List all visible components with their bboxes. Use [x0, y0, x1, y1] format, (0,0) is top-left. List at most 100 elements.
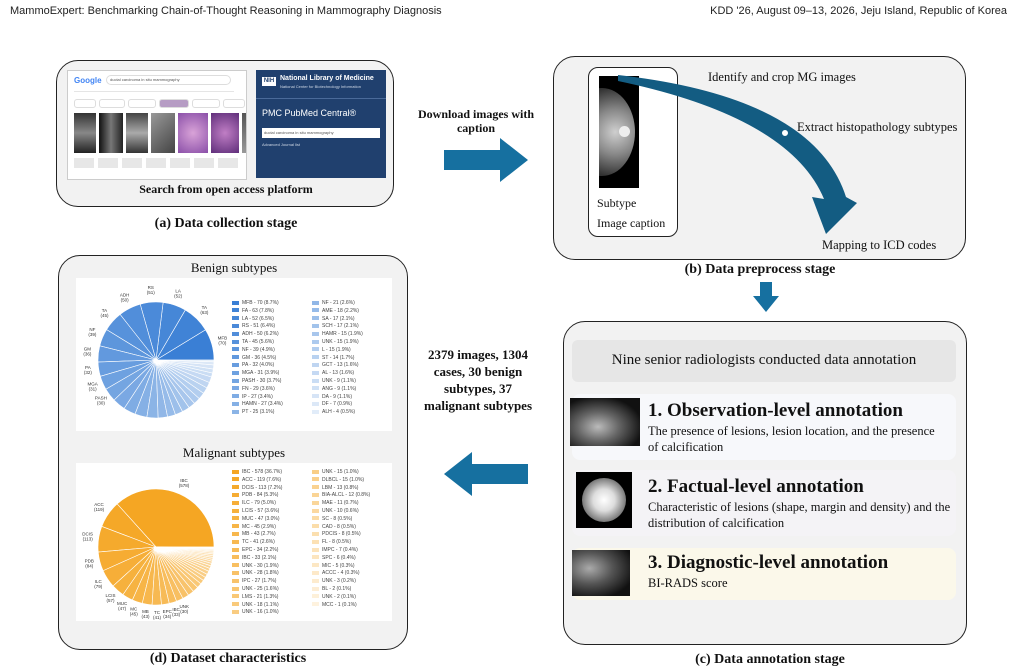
left-arrow-icon: [444, 452, 528, 496]
benign-chart-card: MFB(70)TA(63)LA(52)RS(51)ADH(50)TA(45)NF…: [76, 278, 392, 431]
malignant-legend-item: MUC - 47 (3.0%): [232, 516, 282, 524]
benign-legend-item: AL - 13 (1.6%): [312, 370, 363, 378]
legend-label: GCT - 13 (1.6%): [322, 362, 359, 369]
benign-legend-item: FN - 29 (3.6%): [232, 386, 283, 394]
legend-label: ILC - 79 (5.0%): [242, 500, 276, 507]
legend-label: UNK - 15 (1.9%): [322, 338, 359, 345]
legend-swatch: [312, 578, 319, 583]
benign-slice-label-6: NF(39): [88, 327, 97, 337]
legend-swatch: [312, 386, 319, 391]
legend-swatch: [232, 370, 239, 375]
malignant-pie-chart: IBC(578)ACC(119)DCIS(113)PDB(84)ILC(79)L…: [82, 478, 215, 620]
legend-swatch: [232, 402, 239, 407]
legend-label: HAMN - 27 (3.4%): [242, 401, 283, 408]
legend-label: MCC - 1 (0.1%): [322, 601, 357, 608]
legend-swatch: [232, 524, 239, 529]
benign-legend-item: SCH - 17 (2.1%): [312, 323, 363, 331]
benign-slice-label-7: GM(36): [83, 347, 92, 357]
malignant-legend-item: MC - 45 (2.9%): [232, 524, 282, 532]
malignant-slice-label-9: TC(41): [153, 610, 162, 620]
benign-legend-item: DA - 9 (1.1%): [312, 394, 363, 402]
legend-label: MGA - 31 (3.9%): [242, 370, 280, 377]
legend-label: PASH - 30 (3.7%): [242, 377, 282, 384]
legend-swatch: [312, 469, 319, 474]
malignant-legend-item: DCIS - 113 (7.2%): [232, 485, 282, 493]
benign-legend-item: FA - 63 (7.8%): [232, 308, 283, 316]
malignant-slice-label-10: EPC(34): [163, 609, 173, 619]
legend-swatch: [312, 409, 319, 414]
legend-label: LA - 52 (6.5%): [242, 315, 274, 322]
caption-a: (a) Data collection stage: [154, 216, 298, 231]
observation-annotation-card: 1. Observation-level annotation The pres…: [570, 394, 956, 460]
legend-label: UNK - 30 (1.9%): [242, 562, 279, 569]
malignant-legend-item: FL - 8 (0.5%): [312, 539, 370, 547]
observation-desc: The presence of lesions, lesion location…: [648, 424, 935, 454]
legend-label: AL - 13 (1.6%): [322, 370, 355, 377]
identify-crop-label: Identify and crop MG images: [708, 70, 856, 84]
legend-label: IPC - 27 (1.7%): [242, 578, 277, 585]
legend-label: SA - 17 (2.1%): [322, 315, 355, 322]
pmc-search-input[interactable]: ductal carcinoma in situ mammography: [262, 128, 380, 138]
pmc-title: PMC PubMed Central®: [262, 108, 357, 118]
legend-swatch: [312, 586, 319, 591]
legend-label: IBC - 578 (36.7%): [242, 469, 283, 475]
legend-label: RS - 51 (6.4%): [242, 323, 276, 330]
legend-swatch: [312, 363, 319, 368]
legend-swatch: [312, 394, 319, 399]
legend-swatch: [232, 493, 239, 498]
malignant-legend-item: UNK - 16 (1.0%): [232, 609, 282, 617]
legend-label: NF - 21 (2.6%): [322, 300, 355, 306]
legend-swatch: [312, 555, 319, 560]
legend-label: IBC - 33 (2.1%): [242, 554, 277, 561]
legend-swatch: [312, 316, 319, 321]
factual-thumbnail: [576, 472, 632, 528]
malignant-legend-item: UNK - 2 (0.1%): [312, 594, 370, 602]
legend-swatch: [232, 394, 239, 399]
legend-swatch: [232, 563, 239, 568]
malignant-legend-item: UNK - 28 (1.8%): [232, 570, 282, 578]
malignant-slice-label-12: UNK(30): [180, 604, 190, 614]
benign-legend-item: PASH - 30 (3.7%): [232, 378, 283, 386]
legend-swatch: [312, 508, 319, 513]
legend-label: TC - 41 (2.6%): [242, 539, 275, 546]
legend-label: ADH - 50 (6.2%): [242, 331, 279, 338]
legend-swatch: [232, 532, 239, 537]
benign-legend-item: AME - 18 (2.2%): [312, 308, 363, 316]
pmc-links[interactable]: Advanced Journal list: [262, 142, 301, 147]
legend-swatch: [232, 331, 239, 336]
legend-swatch: [232, 508, 239, 513]
malignant-slice-label-11: IBC(33): [172, 607, 181, 617]
legend-label: BL - 2 (0.1%): [322, 585, 352, 592]
benign-title: Benign subtypes: [190, 260, 278, 275]
dataset-stats-label: 2379 images, 1304 cases, 30 benign subty…: [424, 347, 532, 413]
malignant-slice-label-5: LCIS(57): [106, 593, 116, 603]
malignant-slice-label-0: IBC(578): [179, 478, 190, 488]
benign-slice-label-5: TA(45): [100, 308, 109, 318]
benign-legend-item: ALH - 4 (0.5%): [312, 409, 363, 417]
legend-label: ANG - 9 (1.1%): [322, 385, 357, 392]
legend-label: AME - 18 (2.2%): [322, 307, 359, 314]
legend-label: EPC - 34 (2.2%): [242, 546, 279, 553]
benign-slice-label-0: MFB(70): [218, 335, 228, 345]
malignant-legend-item: EPC - 34 (2.2%): [232, 547, 282, 555]
benign-slice-29: [155, 359, 215, 363]
right-arrow-icon: [444, 138, 528, 182]
extract-subtypes-label: Extract histopathology subtypes: [797, 120, 958, 134]
legend-swatch: [312, 370, 319, 375]
malignant-legend-left: IBC - 578 (36.7%)ACC - 119 (7.6%)DCIS - …: [232, 469, 282, 617]
legend-swatch: [232, 594, 239, 599]
curved-arrow-icon: [618, 75, 857, 234]
malignant-legend-item: IPC - 27 (1.7%): [232, 578, 282, 586]
malignant-slice-label-3: PDB(84): [85, 558, 94, 568]
image-results[interactable]: [74, 113, 246, 153]
google-search-bar[interactable]: ductal carcinoma in situ mammography: [106, 75, 231, 85]
legend-swatch: [312, 402, 319, 407]
legend-swatch: [312, 347, 319, 352]
diagnostic-desc: BI-RADS score: [648, 576, 728, 590]
legend-label: UNK - 10 (0.6%): [322, 507, 359, 514]
legend-label: L - 15 (1.9%): [322, 346, 351, 353]
legend-label: HAMR - 15 (1.9%): [322, 331, 363, 338]
malignant-legend-item: UNK - 18 (1.1%): [232, 602, 282, 610]
malignant-legend-item: UNK - 3 (0.2%): [312, 578, 370, 586]
panel-data-preprocess: Subtype Image caption Identify and crop …: [553, 56, 966, 260]
